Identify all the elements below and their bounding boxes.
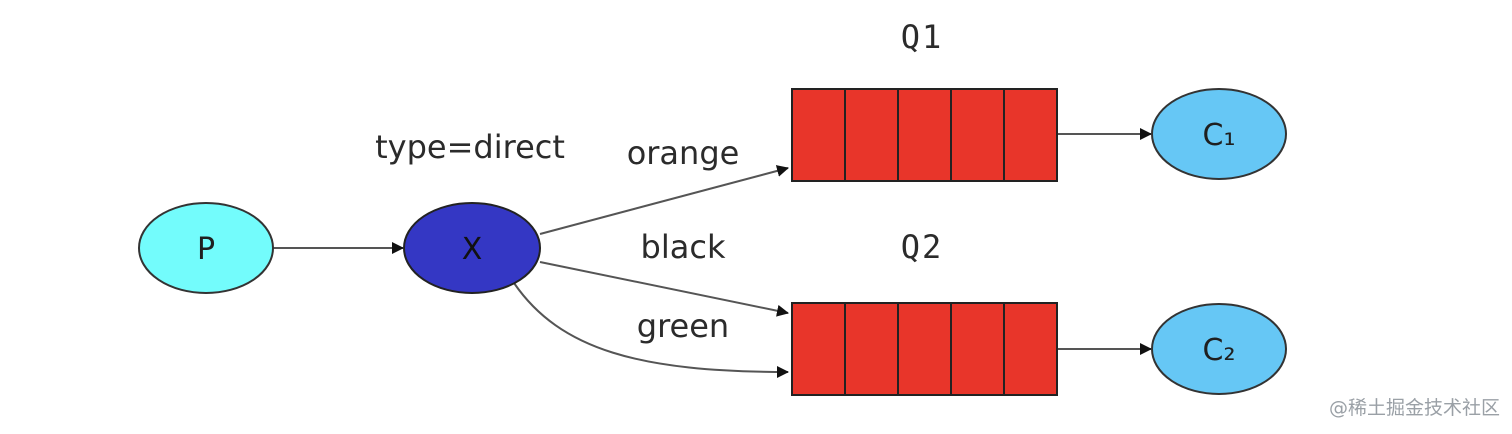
- queue-q2: Q2: [791, 228, 1058, 396]
- routing-key-orange: orange: [627, 134, 740, 172]
- exchange-label: X: [462, 232, 483, 267]
- queue-q1-title: Q1: [901, 18, 944, 56]
- routing-key-black: black: [641, 228, 726, 266]
- queue-q2-cell: [791, 302, 846, 396]
- consumer-c1-shape: [1151, 88, 1287, 180]
- queue-q1-cell: [791, 88, 846, 182]
- producer-node: P: [138, 202, 274, 294]
- consumer-c1-label: C₁: [1203, 118, 1236, 153]
- consumer-c2-label: C₂: [1203, 333, 1236, 368]
- queue-q1-cell: [844, 88, 899, 182]
- producer-label: P: [197, 232, 215, 267]
- queue-q1-cell: [950, 88, 1005, 182]
- queue-q1: Q1: [791, 18, 1058, 182]
- consumer-c1-node: C₁: [1151, 88, 1287, 180]
- queue-q2-cell: [897, 302, 952, 396]
- producer-shape: [138, 202, 274, 294]
- edge-x-to-q2-green: [513, 282, 789, 378]
- queue-q2-cell: [844, 302, 899, 396]
- exchange-type-label: type=direct: [375, 128, 565, 166]
- edge-x-to-q1-orange: [539, 165, 789, 235]
- queue-q1-cell: [897, 88, 952, 182]
- consumer-c2-shape: [1151, 303, 1287, 395]
- exchange-shape: [403, 202, 541, 294]
- consumer-c2-node: C₂: [1151, 303, 1287, 395]
- queue-q2-cell: [1003, 302, 1058, 396]
- exchange-node: X: [403, 202, 541, 294]
- queue-q2-title: Q2: [901, 228, 944, 266]
- watermark-text: @稀土掘金技术社区: [1328, 397, 1500, 419]
- queue-q1-cell: [1003, 88, 1058, 182]
- edge-x-to-q2-black: [539, 261, 789, 317]
- queue-q2-cell: [950, 302, 1005, 396]
- routing-key-green: green: [637, 307, 729, 345]
